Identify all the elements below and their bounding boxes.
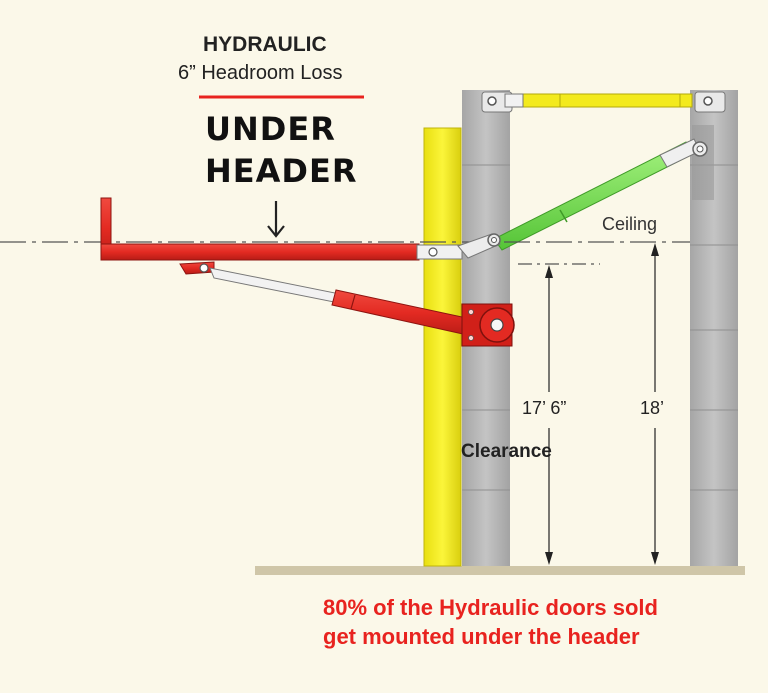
- green-strut: [493, 138, 708, 251]
- right-column: [690, 90, 738, 566]
- ceiling-dimension-label: 18’: [640, 398, 665, 418]
- ceiling-dimension: [651, 243, 659, 565]
- cylinder-bracket: [461, 303, 515, 347]
- handwritten-under: UNDER: [205, 110, 336, 148]
- clearance-label: Clearance: [461, 441, 552, 462]
- yellow-jamb: [423, 127, 462, 567]
- heading-subtitle: 6” Headroom Loss: [178, 62, 343, 84]
- hydraulic-cylinder: [179, 261, 477, 337]
- red-door-panel: [100, 197, 501, 261]
- handwritten-header: HEADER: [205, 152, 358, 190]
- footer-line-1: 80% of the Hydraulic doors sold: [323, 595, 658, 620]
- ceiling-label: Ceiling: [602, 214, 658, 234]
- clearance-dimension: [545, 265, 553, 565]
- floor: [255, 566, 745, 575]
- down-arrow-icon: [267, 201, 285, 238]
- top-yellow-strut: [481, 91, 726, 113]
- footer-line-2: get mounted under the header: [323, 624, 640, 649]
- heading-title: HYDRAULIC: [203, 33, 327, 56]
- clearance-dimension-label: 17’ 6”: [522, 398, 567, 418]
